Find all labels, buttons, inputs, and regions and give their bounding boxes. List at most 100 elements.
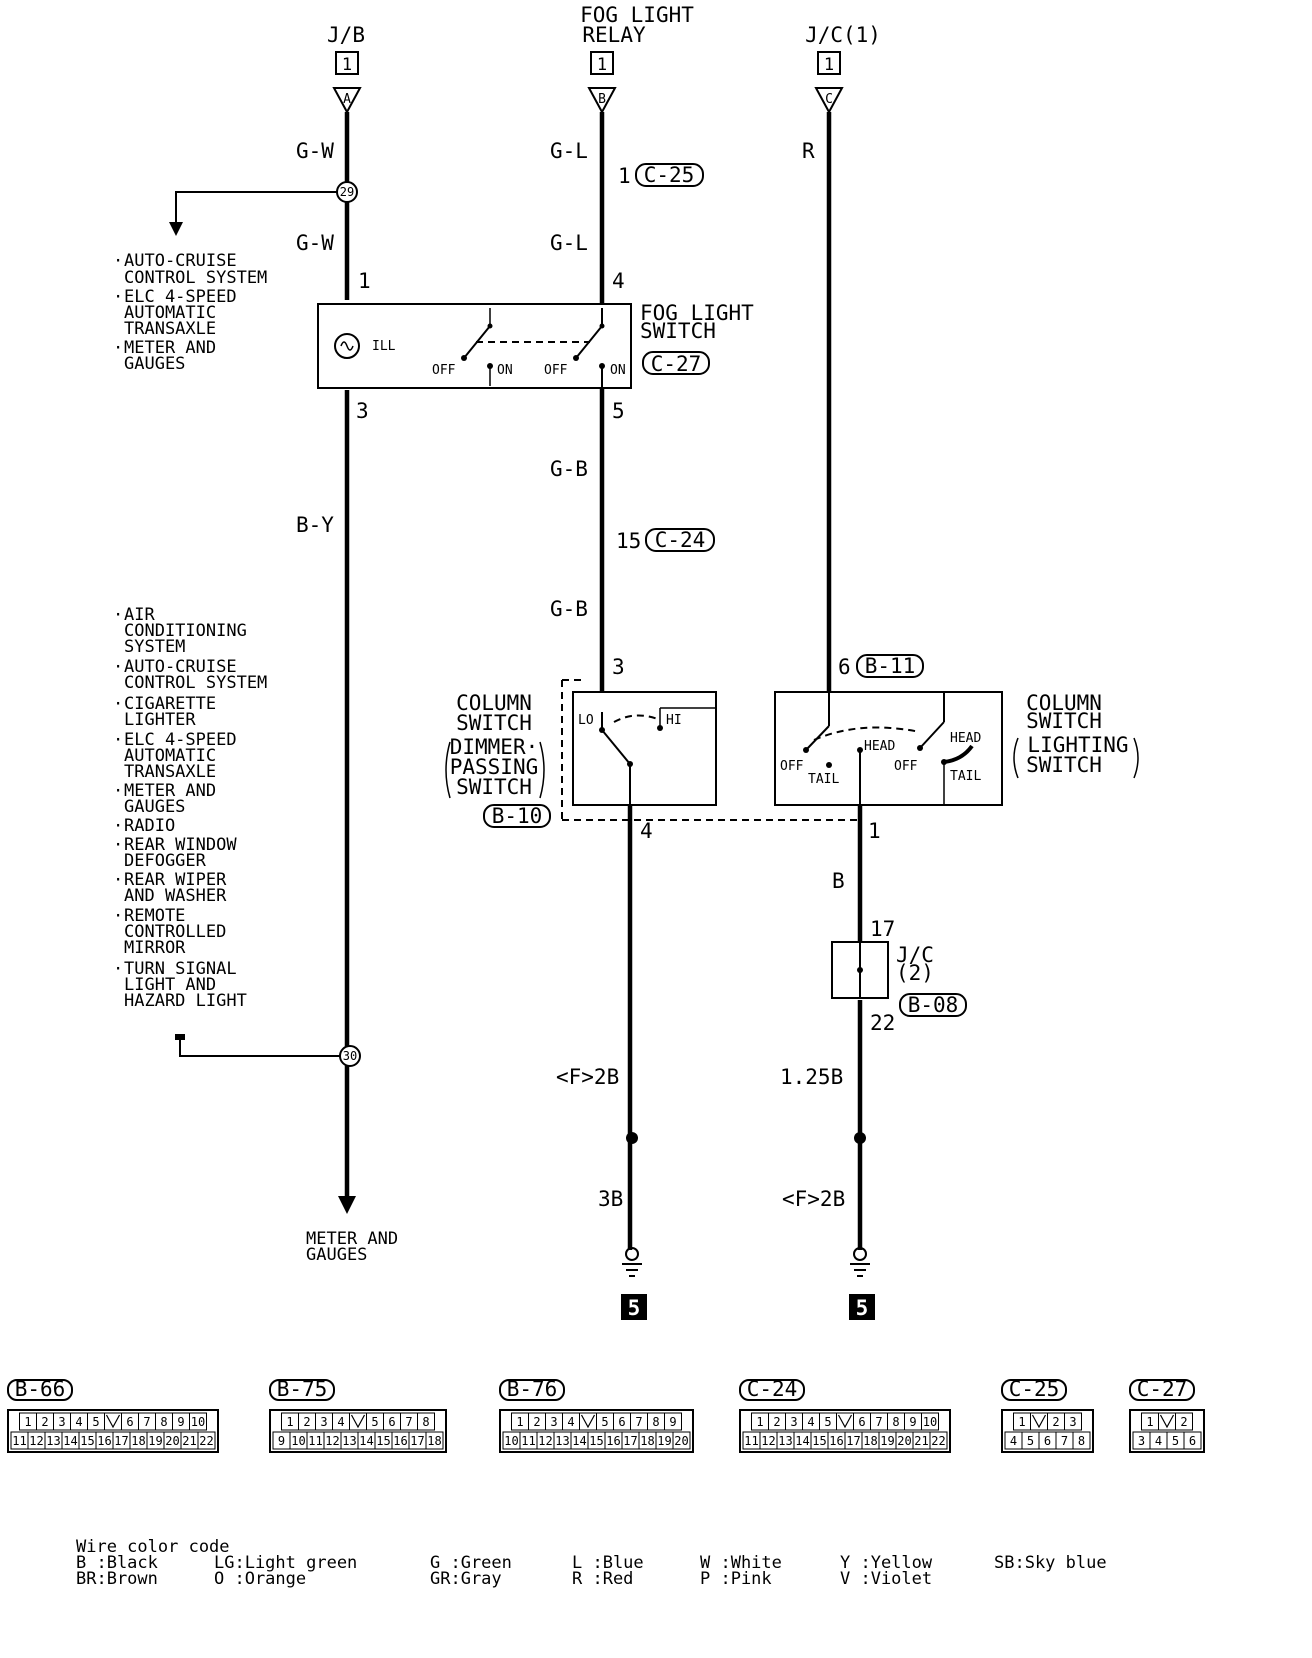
connector-pin: 4 bbox=[75, 1415, 82, 1429]
connector-pin: 3 bbox=[790, 1415, 797, 1429]
wire-label-gl-2: G-L bbox=[550, 231, 588, 255]
upper-notes: · AUTO-CRUISE CONTROL SYSTEM · ELC 4-SPE… bbox=[113, 251, 267, 374]
dimmer-sub-1: DIMMER· bbox=[450, 735, 539, 759]
lower-note-10-line-3: HAZARD LIGHT bbox=[124, 991, 247, 1011]
lower-note-1-line-3: SYSTEM bbox=[124, 637, 185, 657]
connector-pin: 10 bbox=[504, 1434, 518, 1448]
legend-item-y: Y :Yellow bbox=[840, 1553, 933, 1573]
connector-pin: 4 bbox=[567, 1415, 574, 1429]
connector-view-label: C-24 bbox=[747, 1377, 798, 1401]
connector-pin: 12 bbox=[538, 1434, 552, 1448]
meter-label-line-2: GAUGES bbox=[306, 1245, 367, 1265]
wire-label-b: B bbox=[832, 869, 845, 893]
connector-pin: 22 bbox=[931, 1434, 945, 1448]
upper-note-1-line-1: AUTO-CRUISE bbox=[124, 251, 237, 271]
connector-pin: 4 bbox=[1155, 1434, 1162, 1448]
connector-c25-tag: C-25 bbox=[644, 163, 695, 187]
connector-b08-tag: B-08 bbox=[908, 993, 959, 1017]
connector-pin: 2 bbox=[773, 1415, 780, 1429]
source-jc1-number: 1 bbox=[824, 55, 834, 75]
connector-pin: 9 bbox=[909, 1415, 916, 1429]
connector-pin: 2 bbox=[1052, 1415, 1059, 1429]
upper-note-2-line-2: AUTOMATIC bbox=[124, 303, 216, 323]
wire-label-r: R bbox=[802, 139, 815, 163]
wire-label-125b: 1.25B bbox=[780, 1065, 843, 1089]
right-wire-circuit: R 6 B-11 bbox=[802, 112, 924, 692]
connector-pin: 17 bbox=[846, 1434, 860, 1448]
connector-pin: 13 bbox=[778, 1434, 792, 1448]
fog-off-1: OFF bbox=[432, 363, 456, 378]
connector-pin: 5 bbox=[824, 1415, 831, 1429]
lower-note-3-line-1: CIGARETTE bbox=[124, 694, 216, 714]
lower-note-2-line-2: CONTROL SYSTEM bbox=[124, 673, 267, 693]
dimmer-sub-3: SWITCH bbox=[456, 775, 532, 799]
connector-pin: 19 bbox=[657, 1434, 671, 1448]
connector-pin: 2 bbox=[41, 1415, 48, 1429]
svg-text:·: · bbox=[113, 959, 123, 979]
connector-pin: 9 bbox=[278, 1434, 285, 1448]
connector-pin: 5 bbox=[601, 1415, 608, 1429]
connector-pin: 12 bbox=[29, 1434, 43, 1448]
legend-item-sb: SB:Sky blue bbox=[994, 1553, 1107, 1573]
upper-note-1-line-2: CONTROL SYSTEM bbox=[124, 268, 267, 288]
meter-label: METER AND GAUGES bbox=[306, 1229, 398, 1265]
lower-note-8-line-1: REAR WIPER bbox=[124, 870, 227, 890]
lower-note-10-line-1: TURN SIGNAL bbox=[124, 959, 237, 979]
connector-pin: 15 bbox=[376, 1434, 390, 1448]
key-notch bbox=[350, 1414, 366, 1429]
pin-3: 3 bbox=[356, 399, 369, 423]
upper-note-2-line-1: ELC 4-SPEED bbox=[124, 287, 237, 307]
connector-pin: 15 bbox=[589, 1434, 603, 1448]
key-notch bbox=[837, 1414, 853, 1429]
wire-label-f2b-left: <F>2B bbox=[556, 1065, 619, 1089]
connector-pin: 1 bbox=[516, 1415, 523, 1429]
connector-pin: 16 bbox=[97, 1434, 111, 1448]
connector-pin: 14 bbox=[795, 1434, 809, 1448]
pin-col-3: 3 bbox=[612, 655, 625, 679]
connector-pin: 6 bbox=[1189, 1434, 1196, 1448]
connector-pin: 15 bbox=[80, 1434, 94, 1448]
fog-switch-title-2: SWITCH bbox=[640, 319, 716, 343]
connector-pin: 1 bbox=[756, 1415, 763, 1429]
fog-on-2: ON bbox=[610, 363, 626, 378]
lower-note-5-line-2: GAUGES bbox=[124, 797, 185, 817]
connector-pin: 18 bbox=[131, 1434, 145, 1448]
wire-label-gb-1: G-B bbox=[550, 457, 588, 481]
upper-note-3-line-2: GAUGES bbox=[124, 354, 185, 374]
ground-5-left: 5 bbox=[628, 1296, 641, 1320]
lower-note-4-line-3: TRANSAXLE bbox=[124, 762, 216, 782]
wire-label-gb-2: G-B bbox=[550, 597, 588, 621]
lower-note-9-line-3: MIRROR bbox=[124, 938, 186, 958]
connector-pin: 17 bbox=[623, 1434, 637, 1448]
junction-30: 30 bbox=[343, 1049, 357, 1063]
source-jb-label: J/B bbox=[327, 23, 365, 47]
lower-note-2-line-1: AUTO-CRUISE bbox=[124, 657, 237, 677]
connector-pin: 1 bbox=[1018, 1415, 1025, 1429]
svg-text:·: · bbox=[113, 694, 123, 714]
lower-note-9-line-2: CONTROLLED bbox=[124, 922, 226, 942]
source-jb-number: 1 bbox=[342, 55, 352, 75]
lower-note-3-line-2: LIGHTER bbox=[124, 710, 196, 730]
connector-pin: 7 bbox=[635, 1415, 642, 1429]
left-wire-circuit: 29 30 G-W G-W B-Y 1 3 bbox=[169, 112, 371, 1214]
source-jc1-letter: C bbox=[825, 92, 833, 107]
connector-pin: 4 bbox=[1010, 1434, 1017, 1448]
connector-pin: 19 bbox=[880, 1434, 894, 1448]
connector-c24-tag: C-24 bbox=[655, 528, 706, 552]
note-bullet: · bbox=[113, 338, 123, 358]
fog-relay-letter: B bbox=[598, 92, 606, 107]
lighting-tail-1: TAIL bbox=[808, 772, 839, 787]
connector-pin: 10 bbox=[191, 1415, 205, 1429]
connector-pin: 8 bbox=[652, 1415, 659, 1429]
source-jc1-label: J/C(1) bbox=[805, 23, 881, 47]
connector-pin: 13 bbox=[342, 1434, 356, 1448]
connector-view-label: C-27 bbox=[1137, 1377, 1188, 1401]
note-bullet: · bbox=[113, 251, 123, 271]
connector-pin: 1 bbox=[286, 1415, 293, 1429]
connector-pin: 8 bbox=[892, 1415, 899, 1429]
connector-pin: 12 bbox=[761, 1434, 775, 1448]
